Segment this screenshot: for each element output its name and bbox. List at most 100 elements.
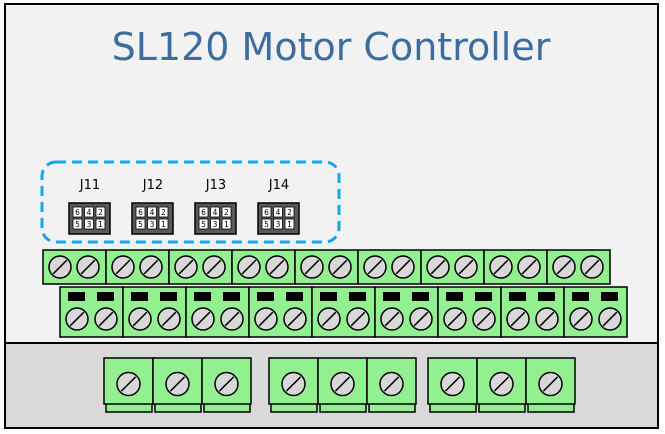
screw-icon (569, 307, 593, 331)
screw-icon (111, 255, 135, 279)
large-terminal (103, 357, 154, 413)
connector-pin (221, 206, 232, 218)
screw-icon (214, 371, 239, 397)
wire-slot (601, 292, 618, 301)
large-terminal-body (476, 357, 527, 405)
terminal-block (311, 286, 376, 338)
wire-slot (446, 292, 463, 301)
screw-icon (489, 255, 513, 279)
screw-icon (580, 255, 604, 279)
wire-slot (97, 292, 114, 301)
connector-label: J14 (268, 178, 289, 193)
screw-icon (65, 307, 89, 331)
wire-slot (286, 292, 303, 301)
large-terminal (152, 357, 203, 413)
wire-slot (320, 292, 337, 301)
screw-icon (506, 307, 530, 331)
screw-icon (254, 307, 278, 331)
screw-icon (128, 307, 152, 331)
screw-icon (139, 255, 163, 279)
wire-slot (412, 292, 429, 301)
pin-number: 3 (213, 220, 218, 229)
screw-icon (363, 255, 387, 279)
large-terminal (201, 357, 252, 413)
connector-pin (198, 206, 209, 218)
screw-icon (454, 255, 478, 279)
screw-icon (517, 255, 541, 279)
terminal-block (185, 286, 250, 338)
wire-slot (223, 292, 240, 301)
wire-slot (257, 292, 274, 301)
screw-icon (76, 255, 100, 279)
screw-icon (157, 307, 181, 331)
screw-icon (328, 255, 352, 279)
terminal-row-second (59, 286, 628, 338)
terminal-block (500, 286, 565, 338)
large-terminal (476, 357, 527, 413)
screw-icon (237, 255, 261, 279)
pin-number: 4 (213, 208, 218, 217)
screw-icon (191, 307, 215, 331)
terminal-block (42, 249, 107, 285)
large-terminal (268, 357, 319, 413)
connector-group-outline (40, 160, 341, 244)
connector-pin (147, 206, 157, 218)
large-terminal (427, 357, 478, 413)
terminal-block (59, 286, 124, 338)
terminal-block (420, 249, 485, 285)
screw-icon (409, 307, 433, 331)
pin-number: 5 (75, 220, 80, 229)
terminal-block (437, 286, 502, 338)
screw-icon (440, 371, 465, 397)
wire-slot (475, 292, 492, 301)
pin-number: 2 (287, 208, 292, 217)
screw-icon (426, 255, 450, 279)
pin-number: 5 (201, 220, 206, 229)
wire-slot (194, 292, 211, 301)
terminal-block (563, 286, 628, 338)
large-terminal (525, 357, 576, 413)
screw-icon (391, 255, 415, 279)
screw-icon (379, 371, 404, 397)
pin-number: 2 (224, 208, 229, 217)
connector-pin (284, 206, 295, 218)
screw-icon (116, 371, 141, 397)
pin-number: 4 (150, 208, 155, 217)
pin-number: 3 (150, 220, 155, 229)
screw-icon (281, 371, 306, 397)
wire-slot (538, 292, 555, 301)
connector-pin (261, 206, 272, 218)
screw-icon (265, 255, 289, 279)
screw-icon (443, 307, 467, 331)
connector-pin (135, 218, 146, 230)
screw-icon (538, 371, 563, 397)
connector-pin (273, 206, 283, 218)
wire-slot (383, 292, 400, 301)
connector-pin (198, 218, 209, 230)
connector-pin (284, 218, 295, 230)
pin-number: 4 (87, 208, 92, 217)
connector-pin (135, 206, 146, 218)
large-terminal (366, 357, 417, 413)
pin-number: 6 (75, 208, 80, 217)
pin-number: 5 (264, 220, 269, 229)
connector-pin (210, 218, 220, 230)
large-terminal-group (103, 357, 252, 413)
screw-icon (380, 307, 404, 331)
connector-label: J11 (79, 178, 100, 193)
pin-number: 5 (138, 220, 143, 229)
large-terminal-group (427, 357, 576, 413)
pin-number: 6 (201, 208, 206, 217)
connector-label: J12 (142, 178, 163, 193)
wire-slot (160, 292, 177, 301)
screw-icon (94, 307, 118, 331)
page-title: SL120 Motor Controller (112, 25, 551, 69)
screw-icon (472, 307, 496, 331)
screw-icon (489, 371, 514, 397)
connector-pin (261, 218, 272, 230)
wire-slot (68, 292, 85, 301)
pin-number: 3 (276, 220, 281, 229)
